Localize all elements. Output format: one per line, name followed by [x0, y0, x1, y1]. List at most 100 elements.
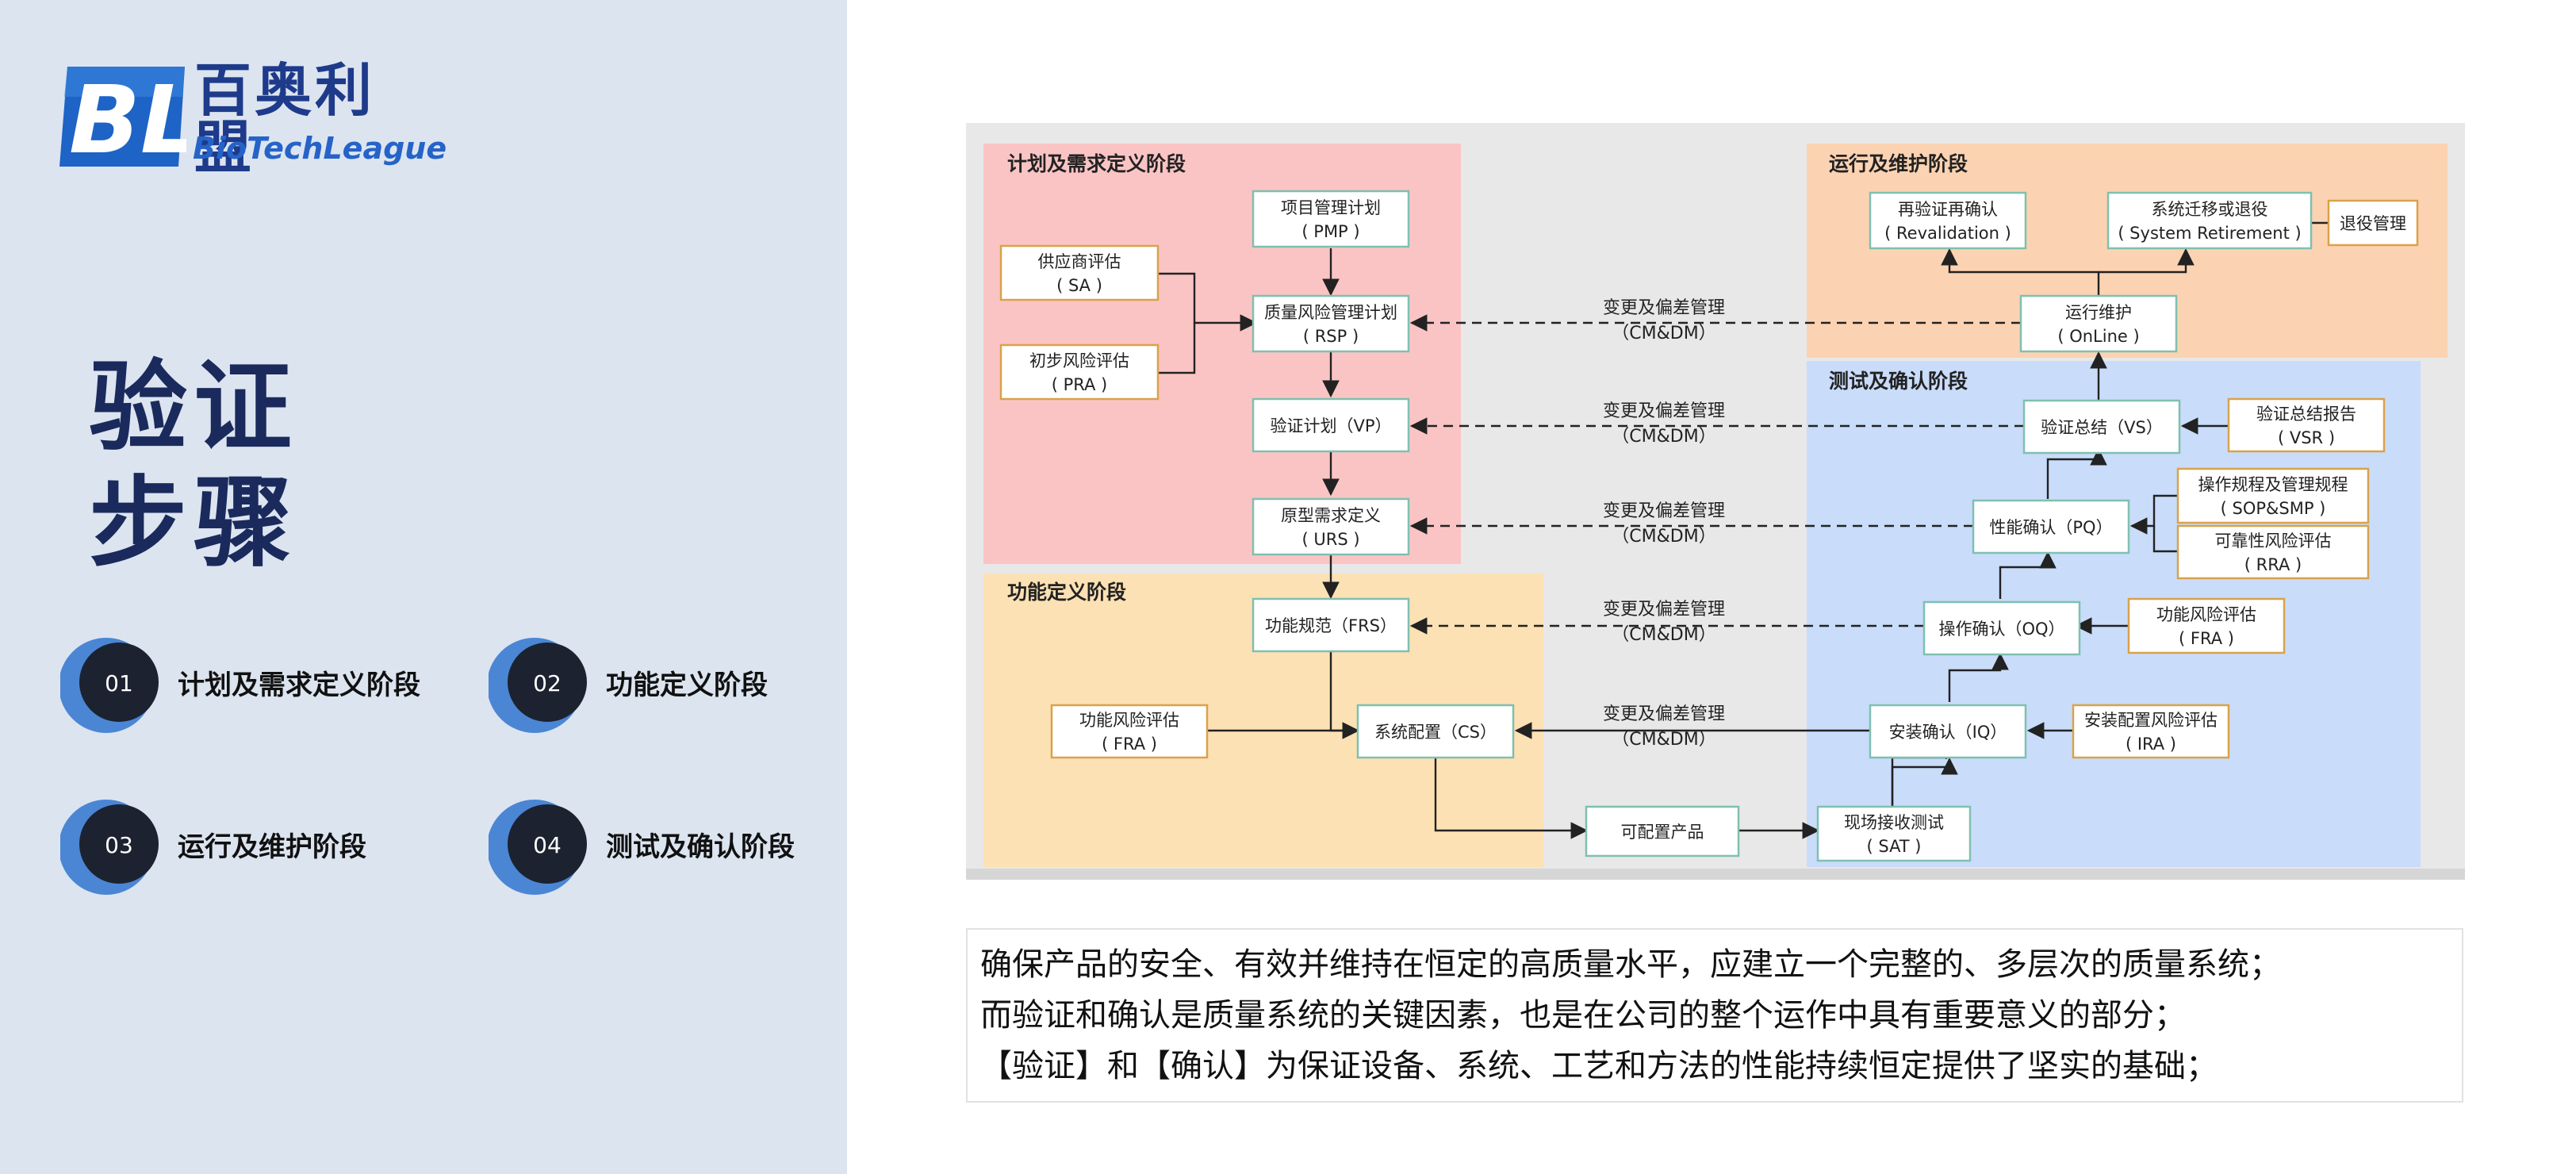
- box-pq-text-0: 性能确认（PQ）: [1989, 518, 2112, 537]
- box-pmp: 项目管理计划( PMP ): [1252, 190, 1410, 248]
- logo-mark: BL: [59, 65, 186, 168]
- box-online: 运行维护 ( OnLine ): [2019, 294, 2178, 353]
- box-sa: 供应商评估 ( SA ): [999, 244, 1160, 301]
- logo-name-cn: 百奥利盟: [194, 57, 376, 181]
- step-03: 03 运行及维护阶段: [60, 798, 425, 896]
- box-sop-text-0: 操作规程及管理规程: [2198, 475, 2348, 494]
- box-config-text-0: 可配置产品: [1621, 823, 1704, 842]
- caption-line-2: 而验证和确认是质量系统的关键因素，也是在公司的整个运作中具有重要意义的部分；: [980, 997, 2186, 1034]
- box-vp: 验证计划（VP）: [1252, 397, 1410, 453]
- svg-text:（CM&DM）: （CM&DM）: [1612, 625, 1715, 645]
- svg-text:（CM&DM）: （CM&DM）: [1612, 730, 1715, 750]
- box-vsr: 验证总结报告 ( VSR ): [2227, 397, 2386, 453]
- box-vp-text-0: 验证计划（VP）: [1270, 416, 1391, 435]
- box-vsr-text-1: ( VSR ): [2278, 428, 2335, 447]
- box-rsp-text-1: ( RSP ): [1303, 327, 1359, 346]
- box-reval: 再验证再确认 ( Revalidation ): [1869, 191, 2027, 250]
- svg-text:变更及偏差管理: 变更及偏差管理: [1603, 704, 1725, 724]
- box-vs: 验证总结（VS）: [2022, 399, 2181, 455]
- box-retire: 系统迁移或退役 ( System Retirement ): [2106, 191, 2313, 250]
- step-01-badge: 01: [60, 638, 159, 733]
- box-pq: 性能确认（PQ）: [1972, 499, 2130, 554]
- box-rsp: 质量风险管理计划( RSP ): [1252, 294, 1410, 353]
- box-rra-text-0: 可靠性风险评估: [2215, 531, 2332, 551]
- box-ira-text-0: 安装配置风险评估: [2084, 711, 2218, 730]
- box-cs: 系统配置（CS）: [1356, 704, 1515, 759]
- step-02-badge: 02: [489, 638, 587, 733]
- svg-text:（CM&DM）: （CM&DM）: [1612, 527, 1715, 547]
- zone-test-title: 测试及确认阶段: [1829, 370, 1968, 393]
- svg-text:变更及偏差管理: 变更及偏差管理: [1603, 298, 1725, 318]
- page-title-line2: 步骤: [89, 466, 299, 581]
- box-online-text-0: 运行维护: [2065, 303, 2132, 322]
- cm-label-1: 变更及偏差管理 （CM&DM）: [1603, 298, 1725, 343]
- step-01: 01 计划及需求定义阶段: [60, 636, 425, 735]
- box-urs: 原型需求定义 ( URS ): [1252, 497, 1410, 556]
- box-fra1-text-0: 功能风险评估: [1079, 711, 1179, 730]
- box-retire-text-1: ( System Retirement ): [2118, 224, 2301, 243]
- box-cs-text-0: 系统配置（CS）: [1374, 723, 1497, 742]
- validation-flow-diagram: 计划及需求定义阶段 功能定义阶段 运行及维护阶段 测试及确认阶段: [966, 123, 2465, 880]
- box-iq: 安装确认（IQ）: [1869, 704, 2027, 759]
- box-frs: 功能规范（FRS）: [1252, 597, 1410, 653]
- box-iq-text-0: 安装确认（IQ）: [1889, 723, 2007, 742]
- box-oq: 操作确认（OQ）: [1922, 600, 2081, 656]
- box-frs-text-0: 功能规范（FRS）: [1265, 616, 1397, 635]
- box-fra2-text-0: 功能风险评估: [2156, 605, 2256, 624]
- box-pmp-text-1: ( PMP ): [1301, 222, 1359, 241]
- box-urs-text-1: ( URS ): [1301, 530, 1359, 549]
- box-sa-text-1: ( SA ): [1056, 276, 1102, 295]
- step-02-label: 功能定义阶段: [606, 669, 768, 701]
- zone-ops-title: 运行及维护阶段: [1829, 152, 1968, 175]
- box-decom-text-0: 退役管理: [2340, 214, 2406, 233]
- process-boxes: 项目管理计划( PMP ) 供应商评估 ( SA ) 质量风险管理计划( RSP ) 初…: [999, 190, 2419, 862]
- box-reval-text-0: 再验证再确认: [1898, 200, 1998, 219]
- cm-label-4: 变更及偏差管理 （CM&DM）: [1603, 600, 1725, 645]
- box-vsr-text-0: 验证总结报告: [2256, 405, 2356, 424]
- svg-text:04: 04: [533, 832, 562, 858]
- box-sa-text-0: 供应商评估: [1038, 252, 1121, 271]
- logo-name-en: BioTechLeague: [193, 131, 447, 166]
- box-ira: 安装配置风险评估( IRA ): [2072, 704, 2230, 759]
- svg-text:（CM&DM）: （CM&DM）: [1612, 427, 1715, 447]
- svg-text:BL: BL: [69, 65, 186, 168]
- box-sop-text-1: ( SOP&SMP ): [2221, 499, 2326, 518]
- left-panel: BL 百奥利盟 BioTechLeague 验证 步骤 01 计划及需求定义阶段…: [0, 0, 847, 1174]
- box-fra1: 功能风险评估( FRA ): [1050, 704, 1209, 759]
- caption-box: 确保产品的安全、有效并维持在恒定的高质量水平，应建立一个完整的、多层次的质量系统…: [966, 928, 2463, 1103]
- box-pra: 初步风险评估 ( PRA ): [999, 343, 1160, 401]
- svg-text:变更及偏差管理: 变更及偏差管理: [1603, 501, 1725, 521]
- box-online-text-1: ( OnLine ): [2057, 327, 2139, 346]
- step-02: 02 功能定义阶段: [489, 636, 853, 735]
- cm-label-3: 变更及偏差管理 （CM&DM）: [1603, 501, 1725, 547]
- step-04-badge: 04: [489, 800, 587, 895]
- logo: BL 百奥利盟 BioTechLeague: [59, 57, 447, 181]
- box-sat-text-0: 现场接收测试: [1844, 813, 1944, 832]
- caption-line-1: 确保产品的安全、有效并维持在恒定的高质量水平，应建立一个完整的、多层次的质量系统…: [980, 946, 2281, 983]
- svg-text:01: 01: [105, 670, 133, 696]
- cm-label-5: 变更及偏差管理 （CM&DM）: [1603, 704, 1725, 750]
- diagram-bottom-bar: [966, 869, 2465, 880]
- box-config: 可配置产品: [1585, 805, 1740, 857]
- caption-line-3: 【验证】和【确认】为保证设备、系统、工艺和方法的性能持续恒定提供了坚实的基础；: [980, 1048, 2218, 1084]
- svg-text:（CM&DM）: （CM&DM）: [1612, 324, 1715, 343]
- cm-label-2: 变更及偏差管理 （CM&DM）: [1603, 401, 1725, 447]
- step-03-badge: 03: [60, 800, 159, 895]
- box-pra-text-1: ( PRA ): [1052, 375, 1108, 394]
- box-reval-text-1: ( Revalidation ): [1884, 224, 2011, 243]
- step-04: 04 测试及确认阶段: [489, 798, 853, 896]
- box-decom: 退役管理: [2327, 199, 2419, 247]
- box-urs-text-0: 原型需求定义: [1281, 506, 1381, 525]
- svg-text:变更及偏差管理: 变更及偏差管理: [1603, 600, 1725, 620]
- box-sop: 操作规程及管理规程 ( SOP&SMP ): [2176, 467, 2370, 524]
- box-retire-text-0: 系统迁移或退役: [2152, 200, 2268, 219]
- step-01-label: 计划及需求定义阶段: [178, 669, 420, 701]
- step-03-label: 运行及维护阶段: [178, 831, 366, 863]
- box-pra-text-0: 初步风险评估: [1029, 351, 1129, 370]
- svg-text:变更及偏差管理: 变更及偏差管理: [1603, 401, 1725, 421]
- svg-text:02: 02: [533, 670, 562, 696]
- zone-plan-title: 计划及需求定义阶段: [1007, 152, 1186, 175]
- page-title-line1: 验证: [89, 351, 299, 465]
- box-sat-text-1: ( SAT ): [1866, 837, 1921, 856]
- box-rra: 可靠性风险评估( RRA ): [2176, 524, 2370, 580]
